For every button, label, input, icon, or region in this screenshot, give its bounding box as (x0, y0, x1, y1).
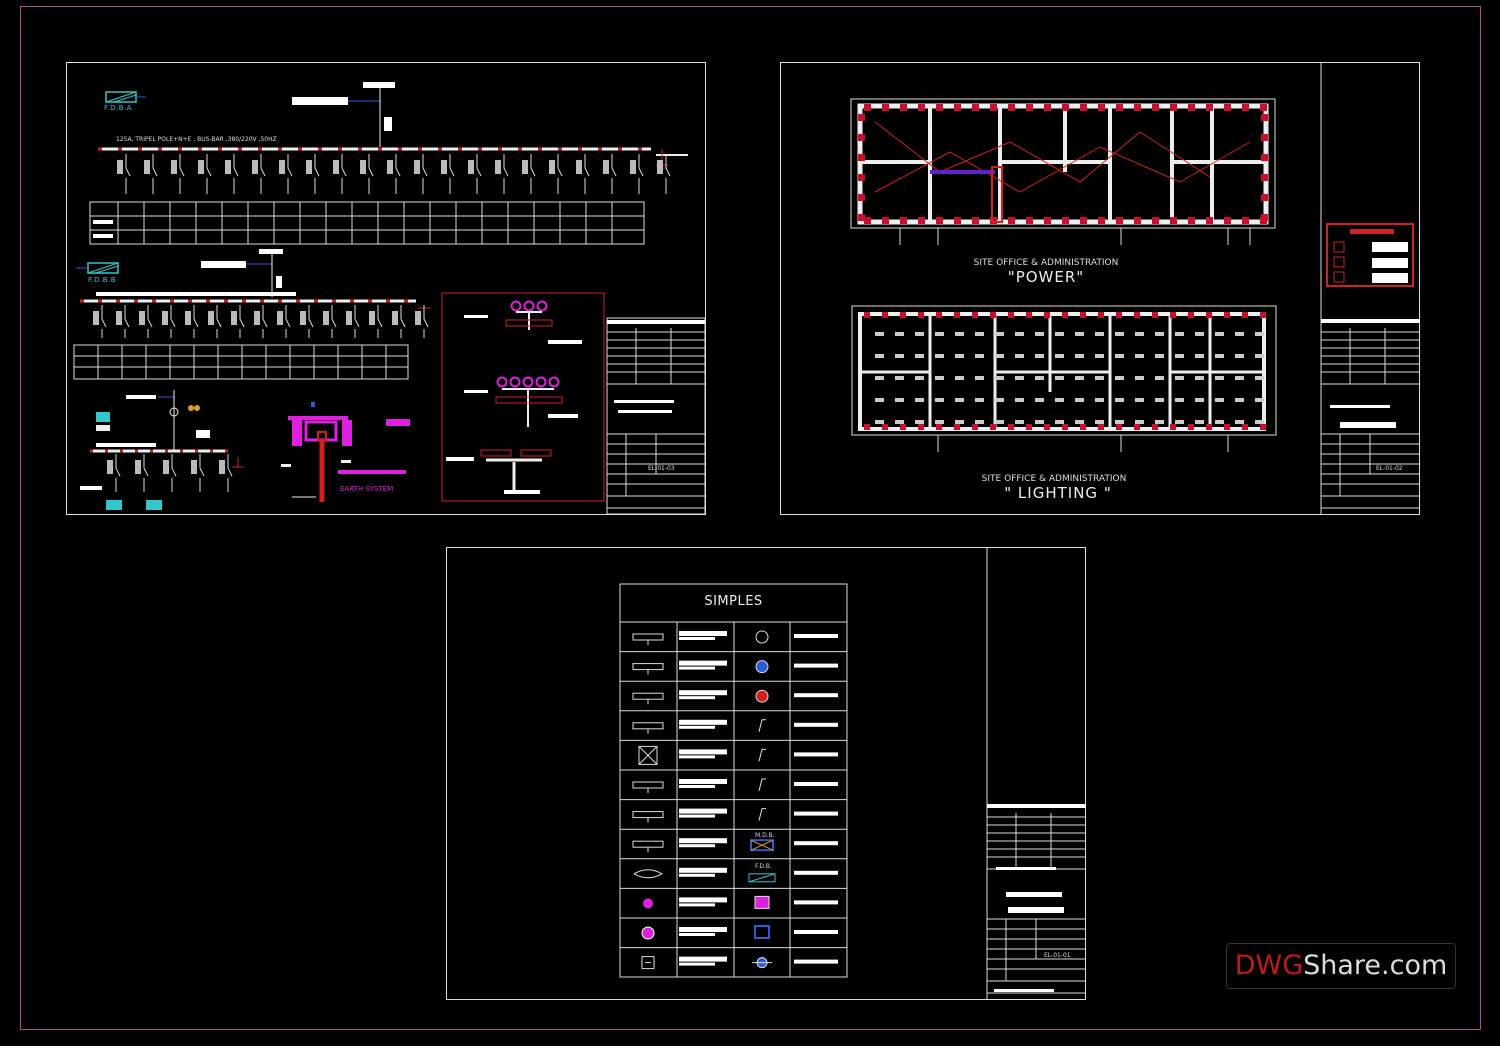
lighting-plan-title: " LIGHTING " (1004, 484, 1112, 502)
mdb-symbol-label: M.D.B. (755, 832, 775, 839)
power-plan-title: "POWER" (1007, 268, 1085, 286)
symbols-legend (619, 547, 1086, 1000)
sheet-floor-plans[interactable] (780, 62, 1420, 515)
watermark-part-dwg: DWG (1234, 950, 1304, 981)
fdb-symbol-label: F.D.B. (755, 863, 772, 870)
sheet-symbols[interactable] (446, 547, 1086, 1000)
single-line-diagram (73, 82, 706, 515)
drawing-frame (20, 6, 1481, 1030)
power-plan-caption: SITE OFFICE & ADMINISTRATION (973, 258, 1119, 268)
sheet2-drawing-number: EL-01-02 (1376, 465, 1403, 472)
sheet1-drawing-number: EL-01-03 (648, 465, 675, 472)
earth-system-label: EARTH SYSTEM (340, 485, 394, 493)
watermark-part-share: Share.com (1303, 950, 1448, 981)
legend-title: SIMPLES (704, 594, 763, 609)
sheet-single-line[interactable] (66, 62, 706, 515)
sheet3-drawing-number: EL-01-01 (1044, 952, 1071, 959)
busbar-label: 125A, TRIPEL POLE+N+E , BUS-BAR ,380/220… (116, 136, 277, 143)
watermark-logo[interactable]: DWGShare.com (1226, 943, 1456, 989)
lighting-plan-caption: SITE OFFICE & ADMINISTRATION (981, 474, 1127, 484)
fdb-a-label: F.D.B.A (104, 104, 133, 112)
floor-plans (850, 62, 1420, 515)
fdb-b-label: F.D.B.B (88, 276, 117, 284)
